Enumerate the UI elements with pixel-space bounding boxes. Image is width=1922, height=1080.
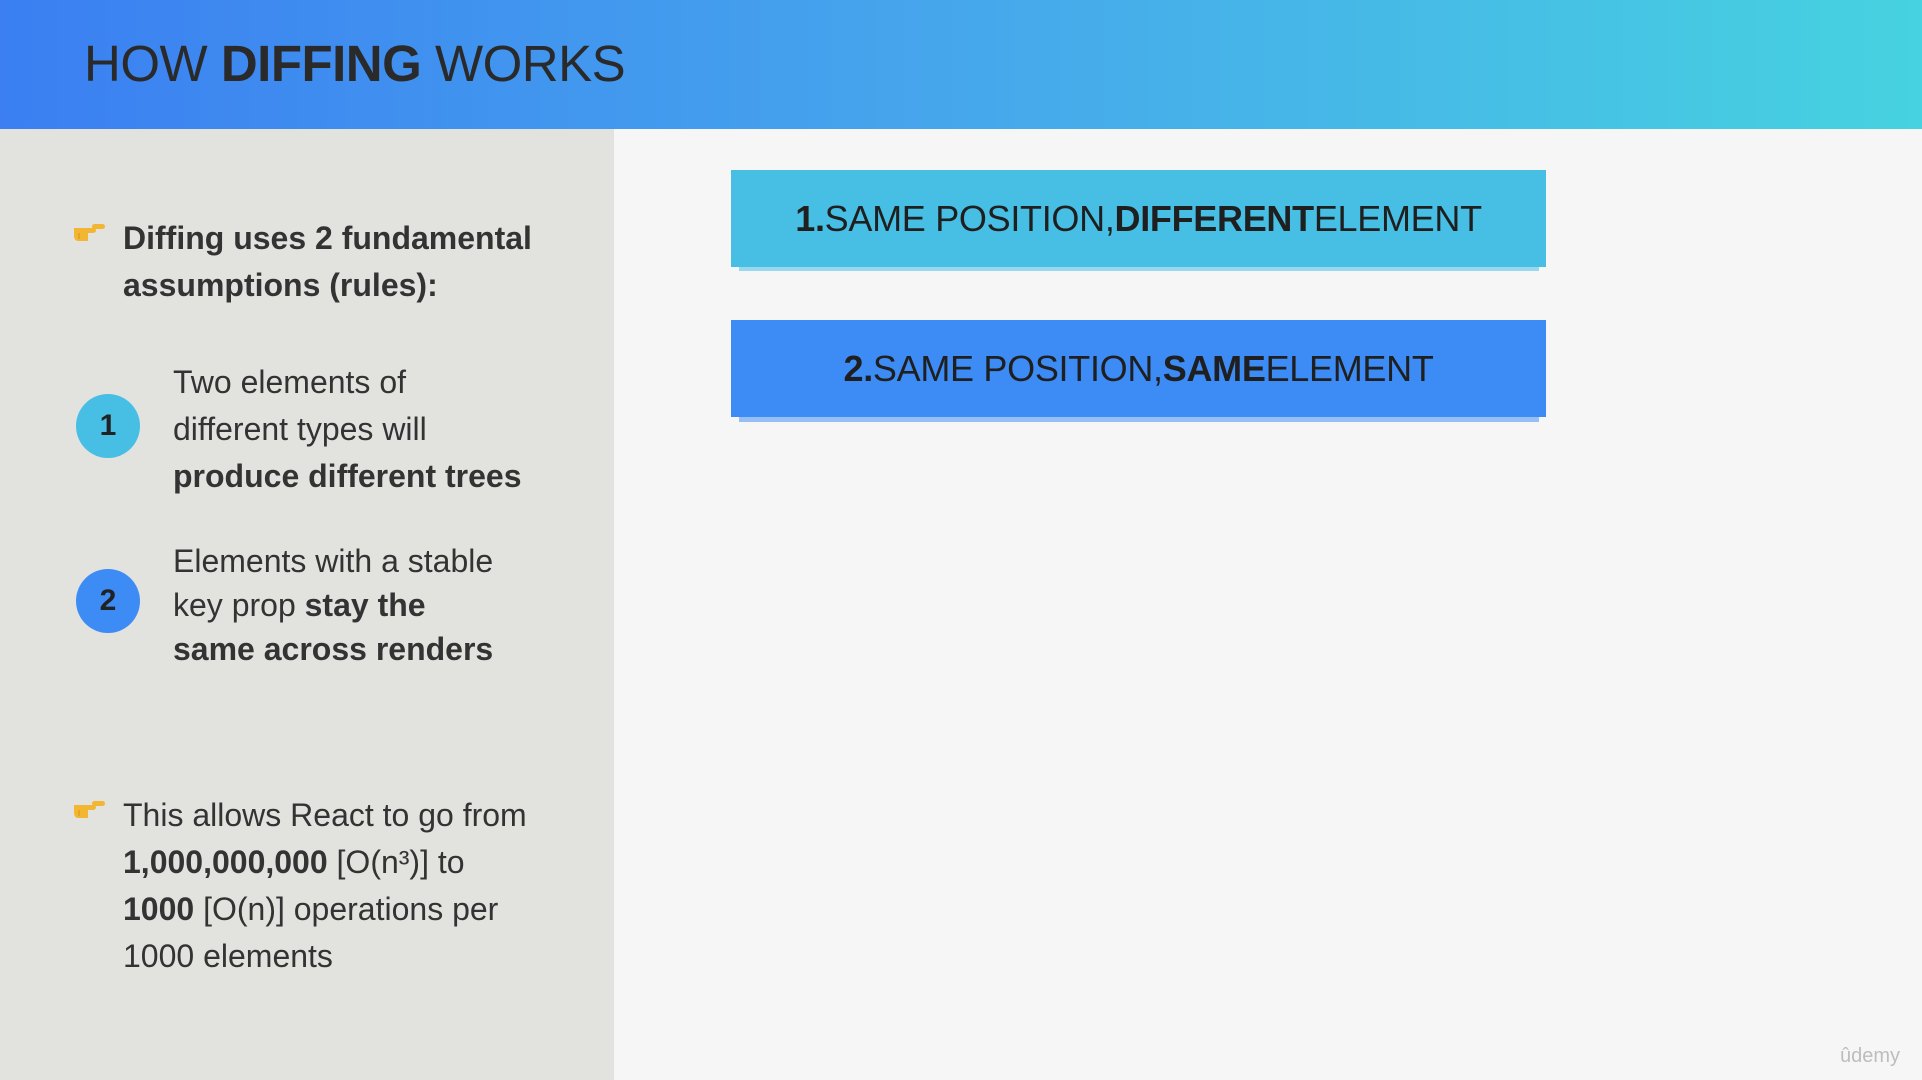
bullet-complexity-text: This allows React to go from 1,000,000,0… xyxy=(123,797,527,974)
bullet-assumptions-text: Diffing uses 2 fundamental assumptions (… xyxy=(123,220,532,303)
left-panel: Diffing uses 2 fundamental assumptions (… xyxy=(0,129,614,1080)
slide-header: HOW DIFFING WORKS xyxy=(0,0,1922,129)
rule-2-number-badge: 2 xyxy=(76,569,140,633)
rule-1-text: Two elements of different types will pro… xyxy=(173,364,522,494)
pointing-hand-icon xyxy=(74,801,105,818)
pointing-hand-icon xyxy=(74,224,105,241)
rule-box-same-element: 2. SAME POSITION, SAME ELEMENT xyxy=(731,320,1546,417)
watermark-logo: ûdemy xyxy=(1839,1045,1900,1067)
slide-title: HOW DIFFING WORKS xyxy=(84,35,626,92)
rule-1-number-badge: 1 xyxy=(76,394,140,458)
box-1-shadow xyxy=(739,263,1539,271)
right-panel xyxy=(614,129,1922,1080)
box-2-shadow xyxy=(739,414,1539,422)
rule-2-text: Elements with a stable key prop stay the… xyxy=(173,543,494,667)
rule-box-different-element: 1. SAME POSITION, DIFFERENT ELEMENT xyxy=(731,170,1546,267)
